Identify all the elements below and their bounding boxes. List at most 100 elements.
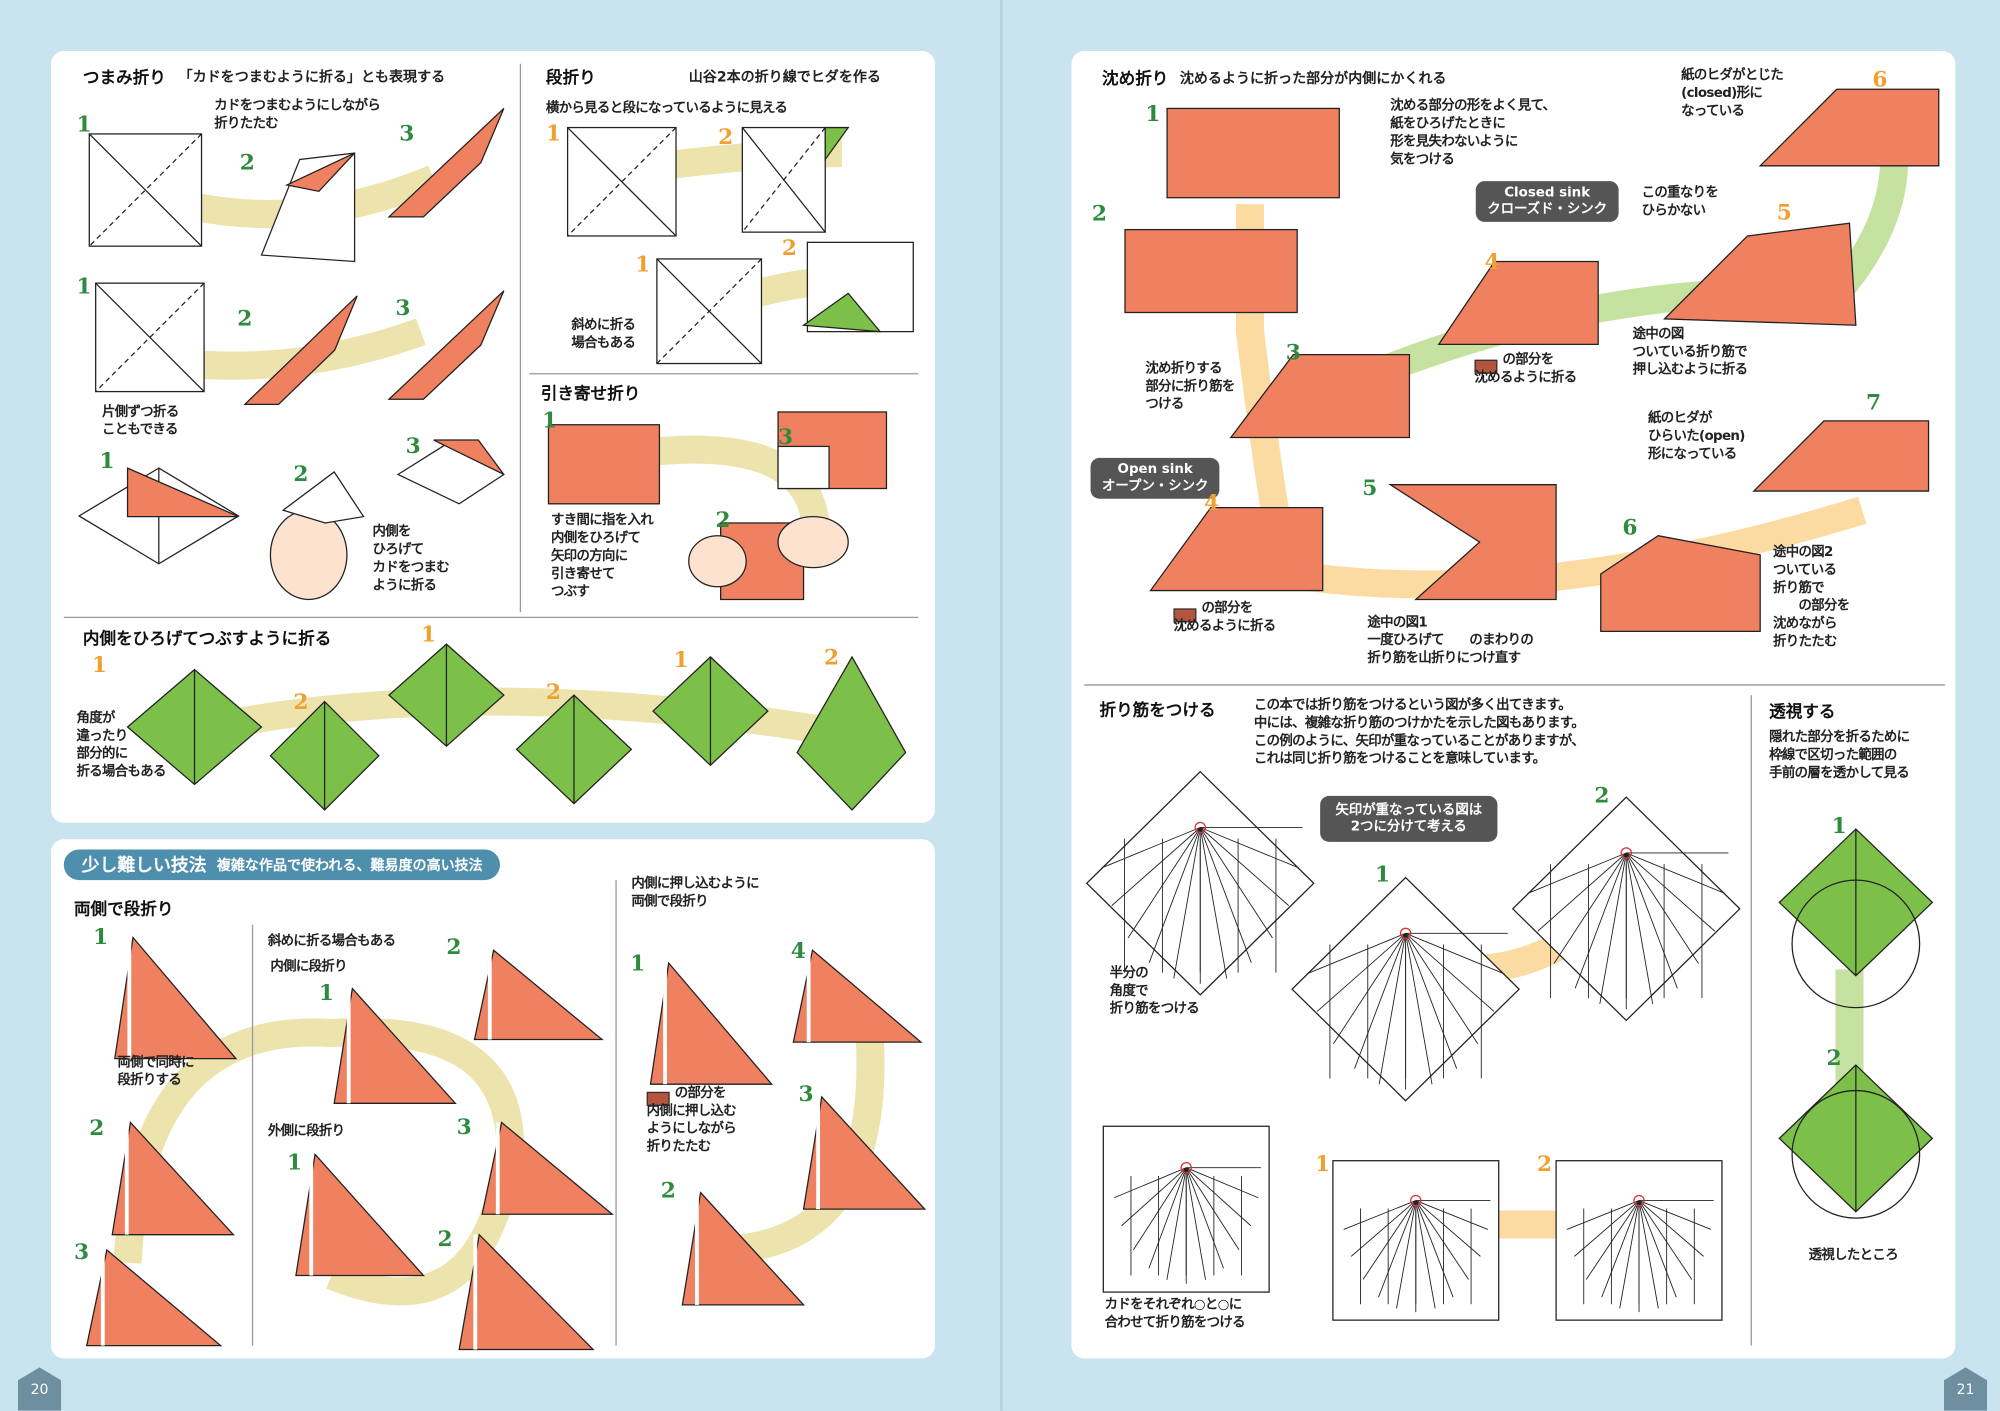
step-number: 1	[545, 121, 562, 147]
step-number: 1	[91, 653, 107, 679]
crease-line	[1405, 932, 1505, 975]
paper-trapezoid	[1229, 353, 1411, 439]
step-number: 2	[446, 934, 462, 961]
step-number: 3	[405, 433, 421, 460]
paper-rect	[777, 445, 830, 490]
tsumami-note-one-side: 片側ずつ折る こともできる	[102, 404, 179, 438]
step-number: 1	[630, 951, 646, 978]
paper-rect	[1166, 107, 1340, 199]
step-number: 2	[1091, 201, 1107, 228]
step-number: 3	[399, 121, 415, 147]
tsumami-note-inside: 内側を ひろげて カドをつまむ ように折る	[372, 524, 449, 594]
step-number: 1	[1831, 813, 1847, 840]
step-number: 3	[1285, 340, 1301, 367]
paper-triangle	[111, 1121, 235, 1236]
paper-kite	[243, 295, 358, 405]
step-number: 2	[1826, 1045, 1842, 1072]
step-number: 2	[715, 507, 731, 534]
step-number: 1	[318, 980, 334, 1007]
paper-triangle	[481, 1121, 615, 1215]
fold-line	[88, 133, 202, 247]
outside-title: 外側に段折り	[267, 1123, 345, 1140]
crease-line	[1625, 852, 1716, 932]
crease-line	[1113, 1167, 1187, 1199]
step-number: 1	[542, 408, 558, 434]
step-number: 3	[73, 1239, 90, 1266]
paper-kite	[387, 290, 505, 400]
crease-line	[1350, 1200, 1417, 1257]
crease-line	[1574, 852, 1627, 989]
crease-line	[1638, 1200, 1677, 1298]
paper-triangle	[681, 1191, 806, 1306]
crease-line	[1111, 827, 1201, 906]
paper-shape	[1600, 535, 1761, 633]
crease-line	[1101, 827, 1201, 869]
paper-flap	[433, 439, 505, 476]
paper-shape	[1758, 88, 1940, 167]
hand-illustration	[688, 535, 747, 588]
push-title: 内側に押し込むように 両側で段折り	[631, 876, 759, 910]
view-circle	[1791, 879, 1921, 1009]
crease-line	[1185, 1167, 1224, 1269]
paper-flap	[824, 126, 850, 162]
paper-triangle	[458, 1233, 595, 1351]
tsumami-title: つまみ折り	[82, 68, 166, 89]
paper-triangle	[85, 1248, 223, 1347]
paper-rect	[547, 424, 661, 505]
paper-triangle	[792, 949, 923, 1043]
crease-line	[1185, 1167, 1252, 1227]
paper-shape	[1388, 484, 1557, 601]
paper-kite	[796, 655, 907, 811]
crease-line	[1199, 827, 1290, 906]
paper-trapezoid	[1437, 260, 1599, 346]
crease-line	[1343, 1200, 1416, 1230]
step-number: 7	[1866, 390, 1882, 416]
crease-line	[1378, 933, 1407, 1085]
step-number: 2	[1594, 783, 1610, 809]
crease-line	[1396, 1200, 1417, 1309]
crease-line	[1625, 852, 1699, 964]
crease-line	[1585, 1200, 1640, 1280]
step-number: 4	[1484, 249, 1500, 276]
crease-line	[1405, 933, 1495, 1012]
tsumami-subtitle: 「カドをつまむように折る」とも表現する	[178, 68, 446, 86]
step-number: 1	[93, 924, 109, 951]
crease-line	[1638, 1200, 1659, 1309]
step-number: 2	[823, 645, 840, 671]
shizume-note-mid: 途中の図 ついている折り筋で 押し込むように折る	[1632, 326, 1748, 378]
step-number: 2	[781, 235, 797, 262]
step-number: 5	[1776, 200, 1792, 226]
hand-illustration	[777, 515, 849, 569]
banner-title: 少し難しい技法	[81, 855, 207, 877]
crease-line	[1362, 1200, 1417, 1280]
step-number: 4	[1204, 491, 1220, 517]
shizume-note-open4: の部分を 沈めるように折る	[1173, 600, 1276, 634]
hikiyose-title: 引き寄せ折り	[540, 385, 641, 405]
crease-line	[1537, 852, 1627, 932]
paper-triangle	[802, 1095, 927, 1210]
step-number: 2	[1536, 1151, 1553, 1178]
shizume-note-open: 紙のヒダが ひらいた(open) 形になっている	[1647, 410, 1745, 462]
shizume-note-sink4: の部分を 沈めるように折る	[1474, 352, 1577, 386]
paper-shape	[281, 471, 365, 524]
shizume-subtitle: 沈めるように折った部分が内側にかくれる	[1179, 70, 1447, 87]
guide-band	[149, 687, 883, 754]
crease-line	[1166, 1167, 1187, 1280]
step-number: 6	[1872, 67, 1888, 94]
swatch-open4	[1173, 602, 1197, 626]
orisuji-badge: 矢印が重なっている図は 2つに分けて考える	[1320, 795, 1498, 842]
crease-line	[1148, 827, 1201, 963]
advanced-banner: 少し難しい技法複雑な作品で使われる、難易度の高い技法	[63, 849, 501, 881]
step-number: 5	[1362, 475, 1378, 502]
danori-note-side: 横から見ると段になっているように見える	[545, 100, 788, 117]
crease-line	[1199, 827, 1273, 939]
step-number: 1	[1315, 1151, 1331, 1178]
crease-line	[1185, 1167, 1240, 1251]
step-number: 1	[76, 112, 92, 138]
reference-circle	[1633, 1194, 1645, 1207]
paper-flap	[801, 292, 882, 333]
fold-line	[567, 127, 677, 237]
step-number: 2	[660, 1178, 676, 1205]
step-number: 2	[718, 124, 734, 151]
